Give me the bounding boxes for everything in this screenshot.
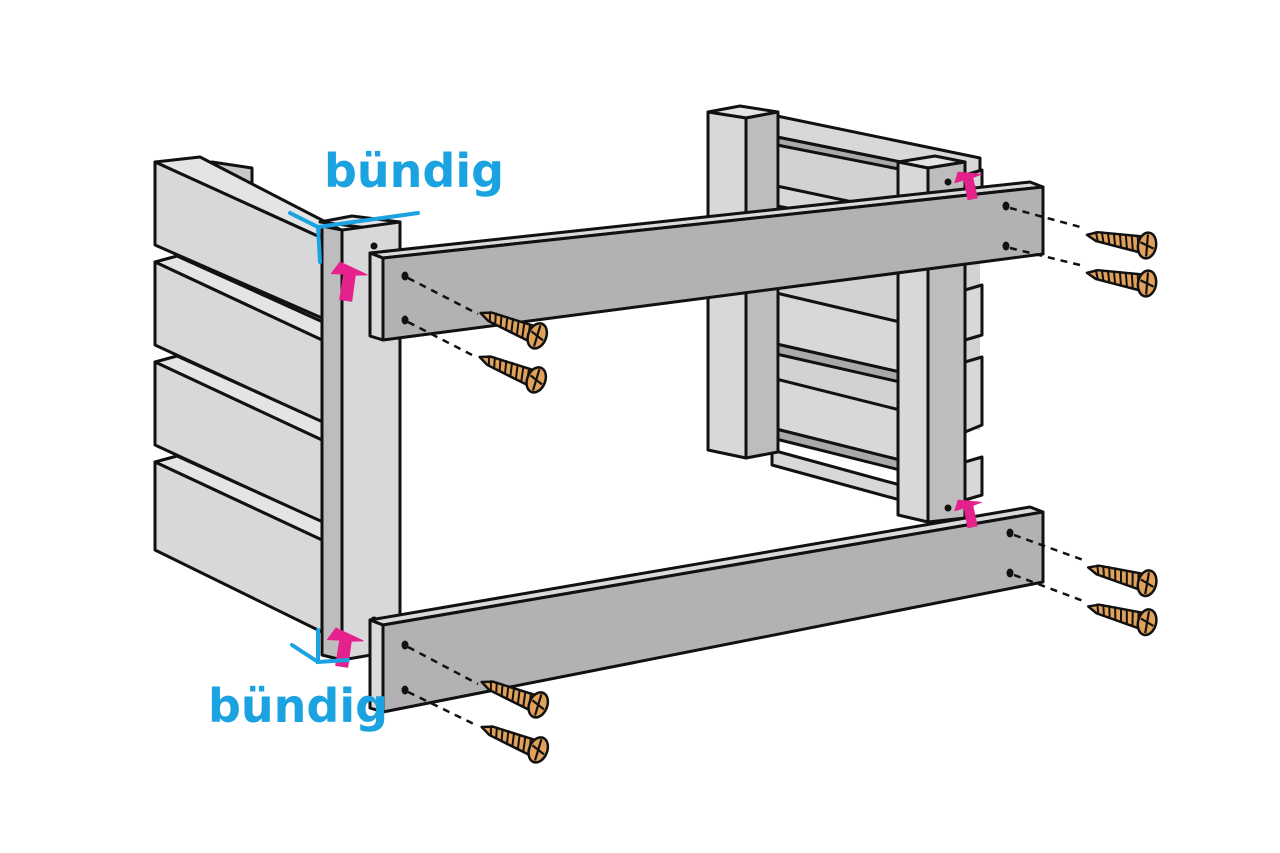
bottom-rail-board <box>368 505 1045 714</box>
screw-guide-lines <box>407 206 1087 728</box>
top-rail-board <box>368 180 1045 342</box>
flush-corner-marker <box>288 211 420 264</box>
wood-screw-icon <box>1083 258 1160 300</box>
wood-screw-icon <box>473 343 551 397</box>
wood-screw-icon <box>1083 220 1160 262</box>
back-side-frame <box>706 104 984 524</box>
front-side-frame <box>153 155 402 662</box>
wood-screw-icon <box>475 713 553 767</box>
flush-label-top: bündig <box>324 144 504 198</box>
wood-screw-icon <box>1083 553 1161 600</box>
flush-corner-marker <box>290 628 350 665</box>
pilot-holes <box>401 201 1014 695</box>
wood-screw-icon <box>1083 592 1161 639</box>
flush-label-bottom: bündig <box>208 679 388 733</box>
